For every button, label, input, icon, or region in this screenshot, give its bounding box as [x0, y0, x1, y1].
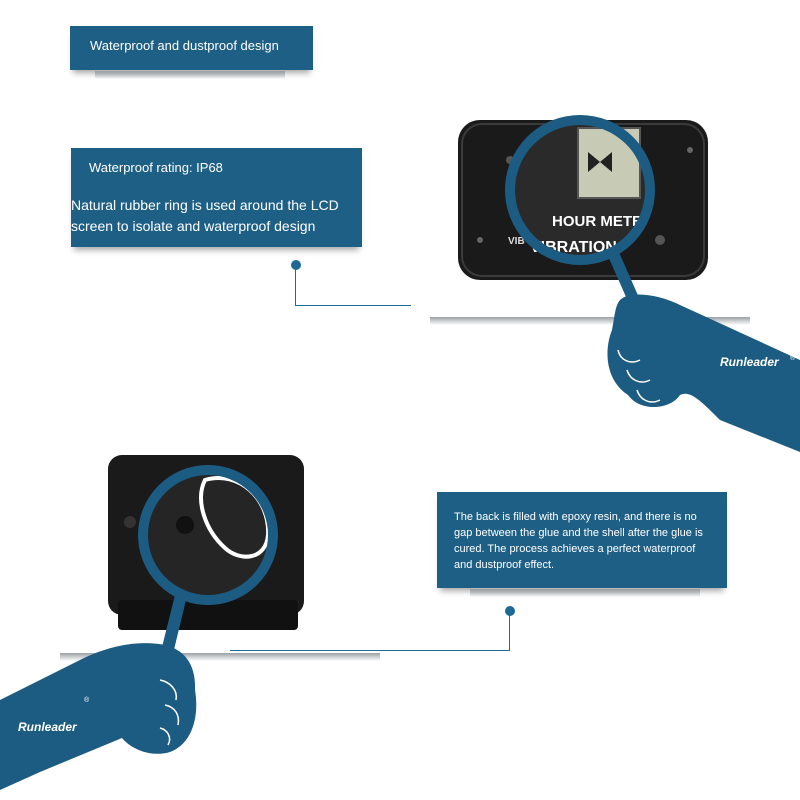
lcd-hourglass-icon: [588, 152, 612, 172]
device-label-vib-small: VIB: [508, 236, 525, 247]
connector-line: [295, 305, 411, 306]
magnifier-handle: [160, 595, 186, 658]
magnifier-rim: [505, 115, 655, 265]
hand-holding-magnifier: [0, 643, 197, 790]
feature-banner-dustproof: Waterproof and dustproof design: [70, 26, 313, 70]
device-label-hour: HOUR METE: [552, 213, 642, 230]
floor-shadow: [470, 589, 700, 597]
brand-registered-mark: ®: [790, 354, 796, 362]
floor-shadow: [95, 71, 285, 79]
finger-outline: [617, 349, 661, 403]
magnifier-rim: [138, 465, 278, 605]
brand-logo: Runleader: [720, 355, 780, 369]
floor-shadow: [60, 653, 380, 661]
magnifier-lens: [143, 470, 273, 600]
brand-logo: Runleader: [18, 720, 78, 734]
connector-dot: [291, 260, 301, 270]
brand-registered-mark: ®: [84, 696, 90, 704]
feature-title: Waterproof and dustproof design: [90, 38, 279, 53]
connector-line: [230, 650, 510, 651]
connector-line: [509, 614, 510, 650]
hand-holding-magnifier: [607, 294, 800, 452]
feature-description: Natural rubber ring is used around the L…: [71, 197, 339, 234]
connector-dot: [505, 606, 515, 616]
floor-shadow: [430, 317, 750, 325]
feature-description: The back is filled with epoxy resin, and…: [454, 511, 703, 571]
screw-hole: [176, 516, 194, 534]
magnifier-handle: [608, 250, 640, 306]
connector-line: [295, 268, 296, 306]
feature-banner-epoxy: The back is filled with epoxy resin, and…: [437, 492, 727, 588]
finger-outline: [159, 679, 180, 746]
feature-banner-ip68: Waterproof rating: IP68 Natural rubber r…: [71, 148, 362, 247]
feature-title: Waterproof rating: IP68: [89, 160, 223, 175]
